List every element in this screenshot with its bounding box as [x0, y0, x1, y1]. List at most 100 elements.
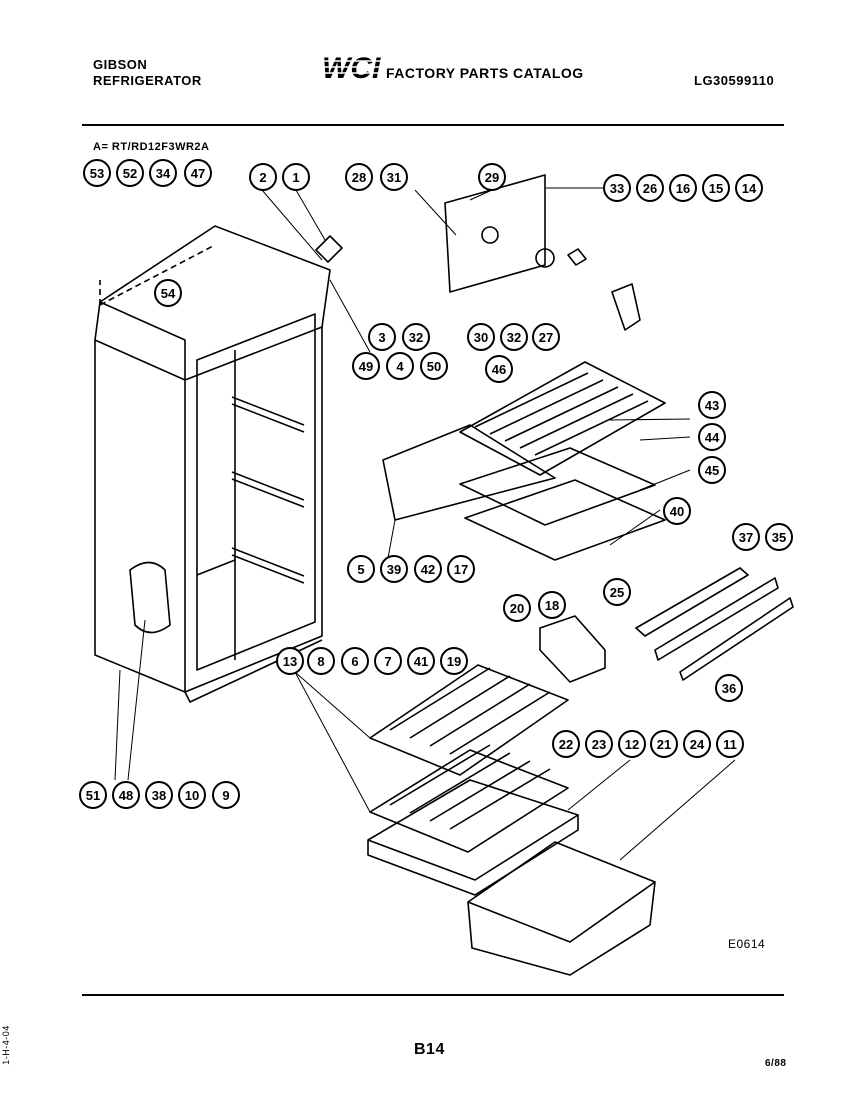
callout-47: 47 [184, 159, 212, 187]
callout-label: 47 [191, 166, 205, 181]
callout-label: 36 [722, 681, 736, 696]
callout-15: 15 [702, 174, 730, 202]
callout-51: 51 [79, 781, 107, 809]
callout-32: 32 [402, 323, 430, 351]
callout-13: 13 [276, 647, 304, 675]
callout-label: 21 [657, 737, 671, 752]
callout-2: 2 [249, 163, 277, 191]
callout-27: 27 [532, 323, 560, 351]
callout-17: 17 [447, 555, 475, 583]
callout-21: 21 [650, 730, 678, 758]
callout-label: 45 [705, 463, 719, 478]
date-code: 6/88 [765, 1058, 787, 1069]
callout-31: 31 [380, 163, 408, 191]
callout-label: 18 [545, 598, 559, 613]
callout-39: 39 [380, 555, 408, 583]
callout-28: 28 [345, 163, 373, 191]
callout-label: 52 [123, 166, 137, 181]
callout-40: 40 [663, 497, 691, 525]
callout-label: 27 [539, 330, 553, 345]
callout-34: 34 [149, 159, 177, 187]
drawing-code: E0614 [728, 937, 766, 951]
callout-1: 1 [282, 163, 310, 191]
callout-35: 35 [765, 523, 793, 551]
callout-26: 26 [636, 174, 664, 202]
callout-label: 9 [222, 788, 229, 803]
callout-9: 9 [212, 781, 240, 809]
callout-label: 16 [676, 181, 690, 196]
page-number: B14 [414, 1041, 445, 1058]
callout-41: 41 [407, 647, 435, 675]
hinge-assembly [315, 235, 641, 331]
header-rule [82, 124, 784, 126]
callout-label: 26 [643, 181, 657, 196]
catalog-number: LG30599110 [694, 73, 775, 88]
callout-19: 19 [440, 647, 468, 675]
crisper-drawer [467, 841, 656, 976]
callout-label: 48 [119, 788, 133, 803]
callout-42: 42 [414, 555, 442, 583]
catalog-title: FACTORY PARTS CATALOG [386, 65, 584, 81]
callout-label: 23 [592, 737, 606, 752]
callout-label: 53 [90, 166, 104, 181]
callout-52: 52 [116, 159, 144, 187]
side-note: 1-H-4-04 [0, 1025, 11, 1065]
callout-label: 54 [161, 286, 176, 301]
callout-label: 5 [357, 562, 364, 577]
callout-7: 7 [374, 647, 402, 675]
callout-32: 32 [500, 323, 528, 351]
callout-label: 22 [559, 737, 573, 752]
brand-name: GIBSON [93, 57, 148, 72]
callout-45: 45 [698, 456, 726, 484]
callout-label: 14 [742, 181, 757, 196]
callout-label: 41 [414, 654, 428, 669]
callout-label: 51 [86, 788, 100, 803]
callout-label: 12 [625, 737, 639, 752]
water-bucket [539, 615, 606, 683]
lower-shelves [367, 664, 579, 896]
door-trim-parts [635, 567, 794, 681]
callout-5: 5 [347, 555, 375, 583]
control-panel [444, 174, 555, 293]
callout-46: 46 [485, 355, 513, 383]
product-type: REFRIGERATOR [93, 73, 202, 88]
callout-33: 33 [603, 174, 631, 202]
callout-24: 24 [683, 730, 711, 758]
callout-label: 17 [454, 562, 468, 577]
callout-label: 6 [351, 654, 358, 669]
callout-label: 3 [378, 330, 385, 345]
callout-label: 11 [723, 737, 737, 752]
footer-rule [82, 994, 784, 996]
callout-label: 32 [409, 330, 423, 345]
callout-label: 28 [352, 170, 366, 185]
callout-label: 8 [317, 654, 324, 669]
callout-label: 35 [772, 530, 786, 545]
callout-49: 49 [352, 352, 380, 380]
callout-11: 11 [716, 730, 744, 758]
brand-block: GIBSON REFRIGERATOR [93, 57, 202, 89]
callout-label: 49 [359, 359, 373, 374]
callout-label: 24 [690, 737, 705, 752]
callout-label: 32 [507, 330, 521, 345]
leader-lines [114, 187, 736, 861]
callout-6: 6 [341, 647, 369, 675]
callout-label: 43 [705, 398, 719, 413]
callout-23: 23 [585, 730, 613, 758]
callout-label: 50 [427, 359, 441, 374]
callout-44: 44 [698, 423, 726, 451]
callout-50: 50 [420, 352, 448, 380]
callout-25: 25 [603, 578, 631, 606]
callout-10: 10 [178, 781, 206, 809]
callout-label: 42 [421, 562, 435, 577]
callout-16: 16 [669, 174, 697, 202]
callout-3: 3 [368, 323, 396, 351]
model-designation: A= RT/RD12F3WR2A [93, 141, 210, 153]
callout-38: 38 [145, 781, 173, 809]
callout-label: 40 [670, 504, 684, 519]
upper-shelf-assembly [382, 361, 666, 561]
callout-12: 12 [618, 730, 646, 758]
callout-48: 48 [112, 781, 140, 809]
callout-8: 8 [307, 647, 335, 675]
